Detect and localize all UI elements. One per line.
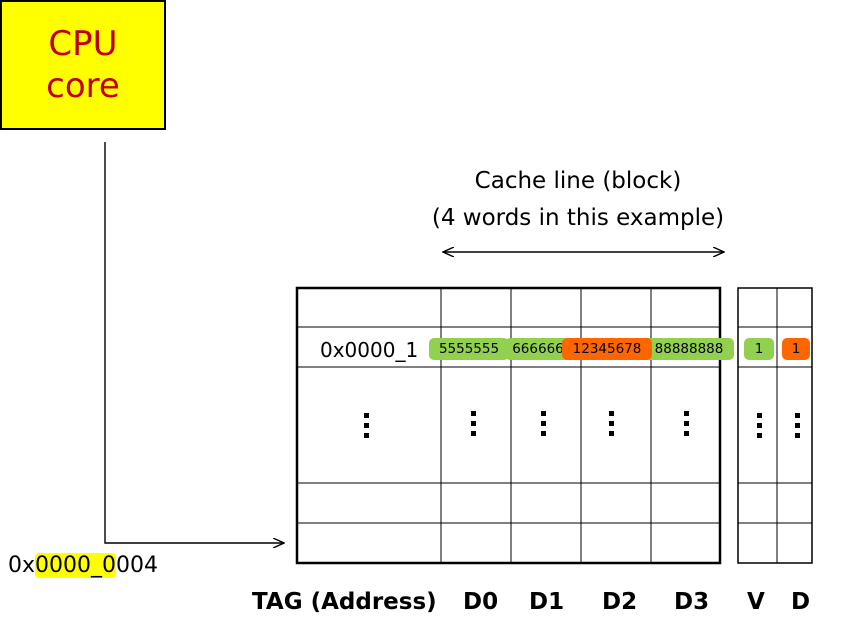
cache-line-subtitle: (4 words in this example) [431,205,725,231]
data-word-d3: 88888888 [644,338,734,360]
cpu-address-connector [104,142,283,543]
ellipsis-d1 [541,411,546,441]
ellipsis-v [757,413,762,443]
column-label-v: V [747,589,765,615]
cpu-core-box: CPU core [0,0,166,130]
column-label-d: D [791,589,811,615]
valid-bit: 1 [744,338,774,360]
data-word-d2: 12345678 [562,338,652,360]
ellipsis-d2 [609,411,614,441]
column-label-tag: TAG (Address) [252,589,437,615]
column-label-d2: D2 [602,589,638,615]
tag-value: 0x0000_1 [320,338,419,362]
address-prefix: 0x [8,553,36,578]
ellipsis-d3 [684,411,689,441]
address-highlight: 0000_0 [35,553,117,578]
address-suffix: 004 [116,553,159,578]
address-value: 0x0000_0004 [8,553,158,578]
ellipsis-d0 [471,411,476,441]
cache-table-grid [295,286,722,565]
ellipsis-d [795,413,800,443]
core-label: core [46,66,120,106]
cache-line-title: Cache line (block) [474,168,682,194]
column-label-d3: D3 [674,589,710,615]
data-word-d1: 666666 [505,338,571,360]
vd-table-grid [737,287,813,564]
column-label-d0: D0 [463,589,499,615]
ellipsis-tag [364,413,369,443]
dirty-bit: 1 [782,338,810,360]
column-label-d1: D1 [529,589,565,615]
cpu-label: CPU [48,24,118,64]
data-word-d0: 5555555 [429,338,509,360]
